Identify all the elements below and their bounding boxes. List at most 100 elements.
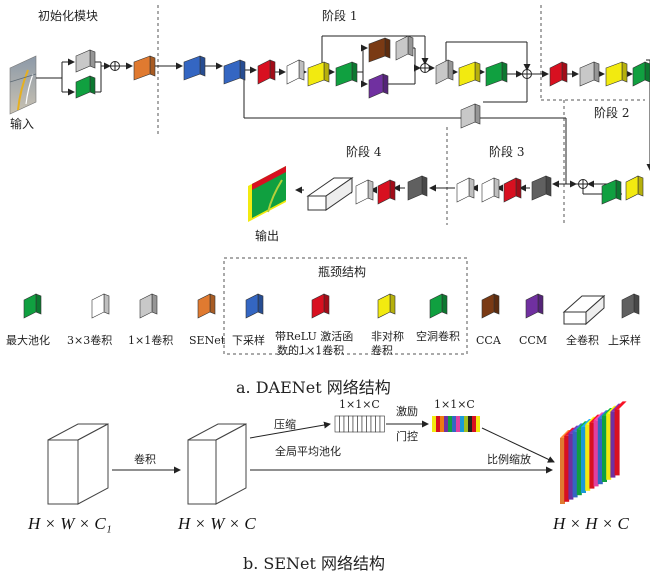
stage2-label: 阶段 2	[594, 105, 629, 120]
b-asym1	[307, 61, 330, 87]
legend-icons	[23, 293, 640, 326]
legend-asym-1: 非对称	[371, 329, 404, 343]
init-module-label: 初始化模块	[38, 9, 98, 23]
legend-icon-upsample	[621, 293, 640, 319]
b-skip-gray	[460, 103, 481, 129]
squeezed-cell	[361, 415, 367, 433]
b-down2	[223, 59, 246, 85]
dim2-label: 1×1×C	[434, 398, 475, 411]
legend-dilated: 空洞卷积	[416, 329, 460, 343]
input-dim: H × W × C₁	[27, 514, 112, 533]
b-s3-dil	[601, 179, 622, 205]
squeezed-cell	[334, 415, 340, 433]
stage1-label: 阶段 1	[322, 8, 357, 23]
b-dil2	[485, 61, 508, 87]
b-s4-relu	[377, 179, 396, 205]
legend-icon-asym	[377, 293, 396, 319]
gate-label: 门控	[396, 429, 418, 443]
caption-a: a. DAENet 网络结构	[236, 378, 391, 397]
b-s4-up	[407, 175, 428, 201]
excite-label: 激励	[396, 404, 418, 418]
senet-mid-cube	[187, 423, 247, 505]
squeezed-cell	[352, 415, 358, 433]
b-ccm	[368, 73, 389, 99]
connections-top	[36, 35, 650, 195]
squeezed-cell	[366, 415, 372, 433]
legend-asym-2: 卷积	[371, 343, 393, 357]
legend-relu-1: 带ReLU 激活函	[275, 329, 353, 343]
b-cca	[368, 37, 391, 63]
weight-cell	[456, 416, 460, 432]
legend-relu-2: 数的1×1卷积	[277, 343, 344, 357]
squeezed-cell	[357, 415, 363, 433]
b-fullconv	[306, 177, 354, 211]
b-maxpool-init	[75, 75, 96, 99]
b-conv3-1	[286, 59, 305, 85]
b-s3-up	[531, 175, 552, 201]
output-image	[248, 166, 286, 222]
weight-cell	[440, 416, 444, 432]
legend-icon-cca	[481, 293, 500, 319]
caption-b: b. SENet 网络结构	[243, 554, 385, 573]
b-conv1-1	[395, 35, 414, 61]
b-conv1-3	[579, 61, 600, 87]
squeezed-cell	[343, 415, 349, 433]
weight-cell	[452, 416, 456, 432]
legend-icon-dilated	[429, 293, 448, 319]
b-s3-conv3b	[456, 177, 475, 203]
weight-cell	[460, 416, 464, 432]
squeezed-cell	[370, 415, 376, 433]
legend-conv1: 1×1卷积	[128, 333, 173, 347]
scale-label: 比例缩放	[487, 452, 531, 466]
senet-input-cube	[47, 423, 109, 505]
legend-maxpool: 最大池化	[6, 333, 50, 347]
b-asym2	[458, 61, 481, 87]
legend-downsample: 下采样	[232, 333, 265, 347]
legend-icon-maxpool	[23, 293, 42, 319]
legend-labels: 最大池化 3×3卷积 1×1卷积 SENet 下采样 带ReLU 激活函 数的1…	[6, 329, 641, 357]
b-dil1	[335, 61, 358, 87]
output-label: 输出	[255, 228, 279, 243]
b-conv3-init	[75, 49, 96, 73]
mid-dim: H × W × C	[177, 514, 256, 533]
dim1-label: 1×1×C	[339, 398, 380, 411]
input-image	[9, 55, 37, 115]
b-s4-conv3	[355, 179, 374, 205]
b-dil3	[632, 61, 650, 87]
add-nodes	[110, 61, 588, 189]
stage3-label: 阶段 3	[489, 144, 524, 159]
legend-cca: CCA	[476, 334, 502, 347]
b-down1	[183, 55, 206, 81]
b-s3-conv3a	[481, 177, 500, 203]
weight-cell	[464, 416, 468, 432]
legend-icon-relu	[311, 293, 330, 319]
legend-senet: SENet	[189, 334, 226, 347]
weight-cell	[444, 416, 448, 432]
bottleneck-label: 瓶颈结构	[318, 264, 366, 279]
b-asym3	[605, 61, 628, 87]
legend-icon-fullconv	[562, 294, 606, 326]
b-conv1-2	[435, 59, 454, 85]
weight-cell	[432, 416, 436, 432]
weight-cell	[468, 416, 472, 432]
conv-label: 卷积	[134, 452, 156, 466]
b-senet	[133, 55, 156, 81]
squeezed-cell	[348, 415, 354, 433]
b-s3-asym	[625, 175, 644, 201]
output-channel	[614, 401, 627, 476]
b-relu2	[549, 61, 568, 87]
output-dim: H × H × C	[552, 514, 629, 533]
squeeze-label: 压缩	[274, 418, 296, 431]
weight-cell	[448, 416, 452, 432]
legend-icon-downsample	[245, 293, 264, 319]
weight-cell	[436, 416, 440, 432]
legend-conv3: 3×3卷积	[67, 333, 112, 347]
legend-ccm: CCM	[519, 334, 547, 347]
weight-cell	[476, 416, 480, 432]
bottleneck-box	[223, 257, 468, 355]
senet-output-stack	[560, 401, 627, 504]
legend-icon-ccm	[525, 293, 544, 319]
gap-label: 全局平均池化	[275, 444, 341, 458]
input-label: 输入	[10, 116, 34, 131]
